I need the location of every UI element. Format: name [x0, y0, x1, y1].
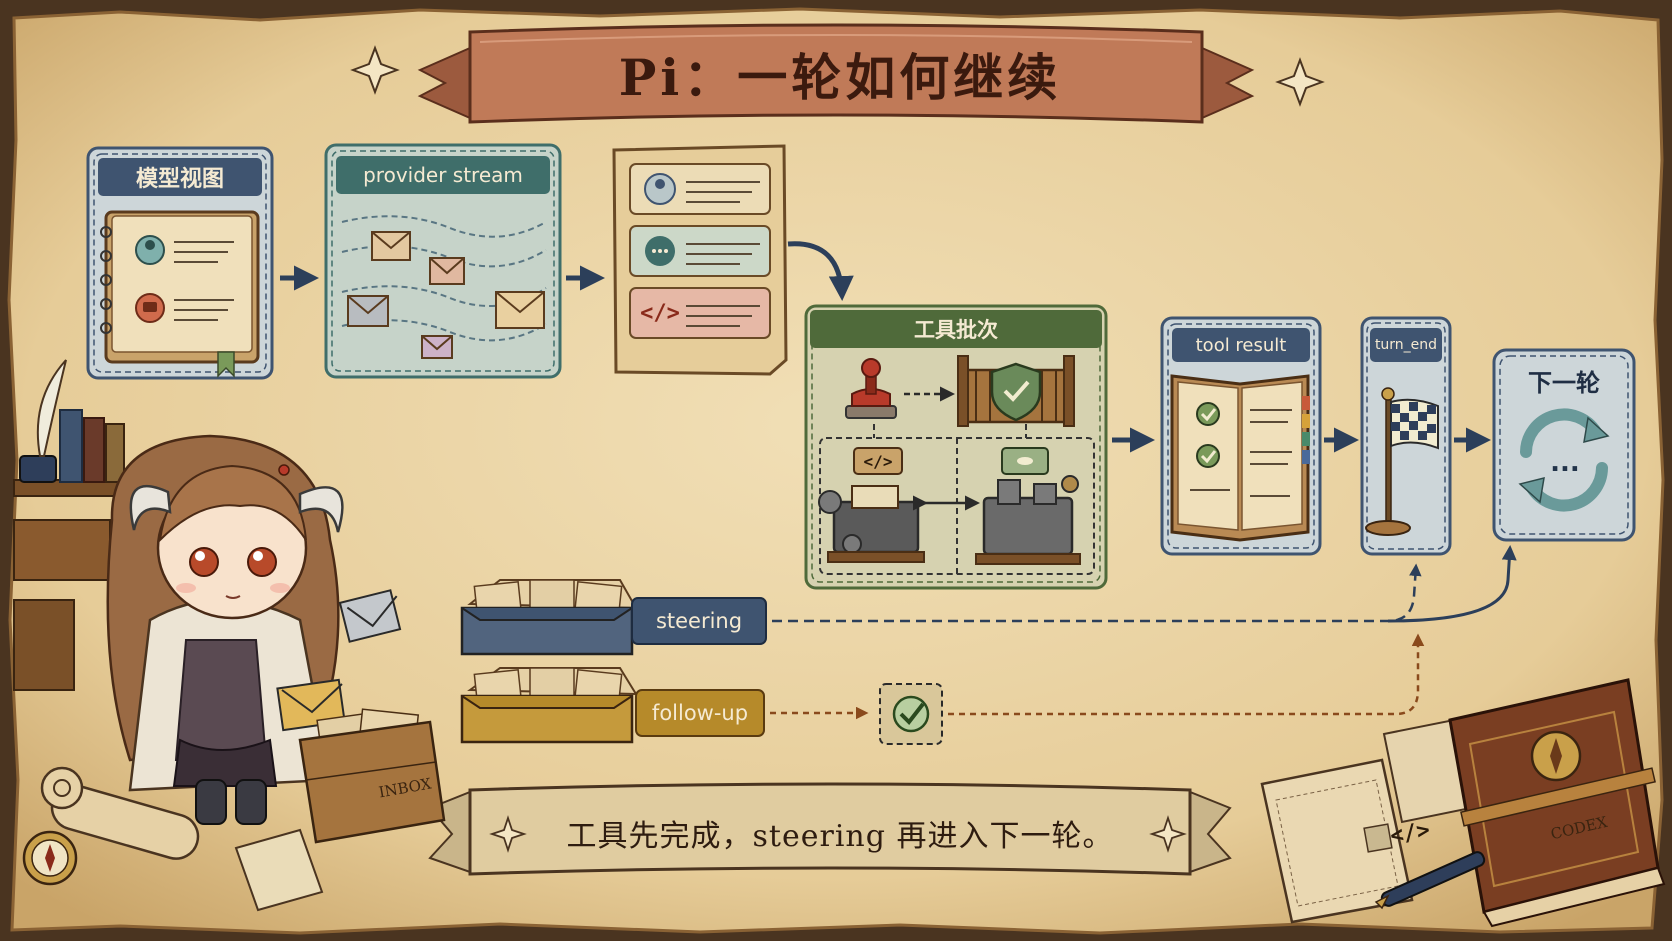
model-view-label: 模型视图	[135, 167, 224, 192]
character-illustration	[13, 359, 446, 912]
printing-machine-icon	[818, 485, 925, 563]
engine-machine-icon	[975, 475, 1081, 565]
next-turn-ellipsis: ...	[1550, 448, 1580, 478]
open-book-icon	[1170, 374, 1310, 542]
envelope-tray-icon	[460, 579, 638, 656]
caption: 工具先完成，steering 再进入下一轮。	[566, 819, 1114, 854]
caption-ribbon	[428, 782, 1232, 876]
fountain-pen-icon	[1374, 851, 1486, 910]
envelope-icon	[347, 231, 545, 359]
sparkle-icon	[350, 45, 1325, 107]
codex-book-icon	[1448, 678, 1666, 928]
flow-arrows	[280, 241, 1491, 453]
bookshelf	[13, 359, 145, 691]
gate-shield-icon	[957, 355, 1075, 427]
turn-end-node	[1360, 316, 1452, 556]
tool-batch-node	[804, 304, 1108, 590]
next-turn-label: 下一轮	[1528, 368, 1600, 397]
sketch-paper-icon	[234, 828, 324, 912]
envelope-tray-icon	[460, 667, 638, 744]
ink-bottle-icon	[19, 455, 57, 483]
code-paper-icon	[1260, 758, 1414, 924]
tool-batch-label: 工具批次	[914, 318, 998, 342]
quill-icon	[36, 359, 67, 457]
follow-up-queue	[460, 633, 1425, 745]
steering-queue	[460, 545, 1517, 656]
notebook-icon	[100, 210, 260, 378]
provider-stream-node	[324, 143, 562, 379]
follow-up-label: follow-up	[651, 701, 749, 725]
desk-decoration	[1260, 678, 1666, 928]
rolled-scroll-icon	[40, 766, 200, 860]
tool-result-label: tool result	[1195, 334, 1287, 356]
stamp-icon	[845, 358, 897, 419]
title-ribbon	[417, 23, 1255, 124]
checkered-flag-icon	[1365, 387, 1439, 536]
compass-icon	[22, 830, 78, 886]
provider-stream-label: provider stream	[363, 163, 523, 187]
code-tag-label: </>	[863, 451, 893, 471]
next-turn-node	[1492, 348, 1636, 542]
steering-label: steering	[655, 609, 743, 633]
code-tag-icon	[853, 447, 903, 475]
message-stack-node	[612, 144, 788, 376]
turn-end-label: turn_end	[1374, 337, 1438, 353]
model-view-node	[86, 146, 274, 380]
code-message-icon: </>	[640, 300, 680, 326]
inbox-crate-icon	[298, 708, 446, 844]
envelope-icon	[276, 589, 402, 732]
tool-result-node	[1160, 316, 1322, 556]
page-title: Pi：一轮如何继续	[618, 48, 1062, 107]
